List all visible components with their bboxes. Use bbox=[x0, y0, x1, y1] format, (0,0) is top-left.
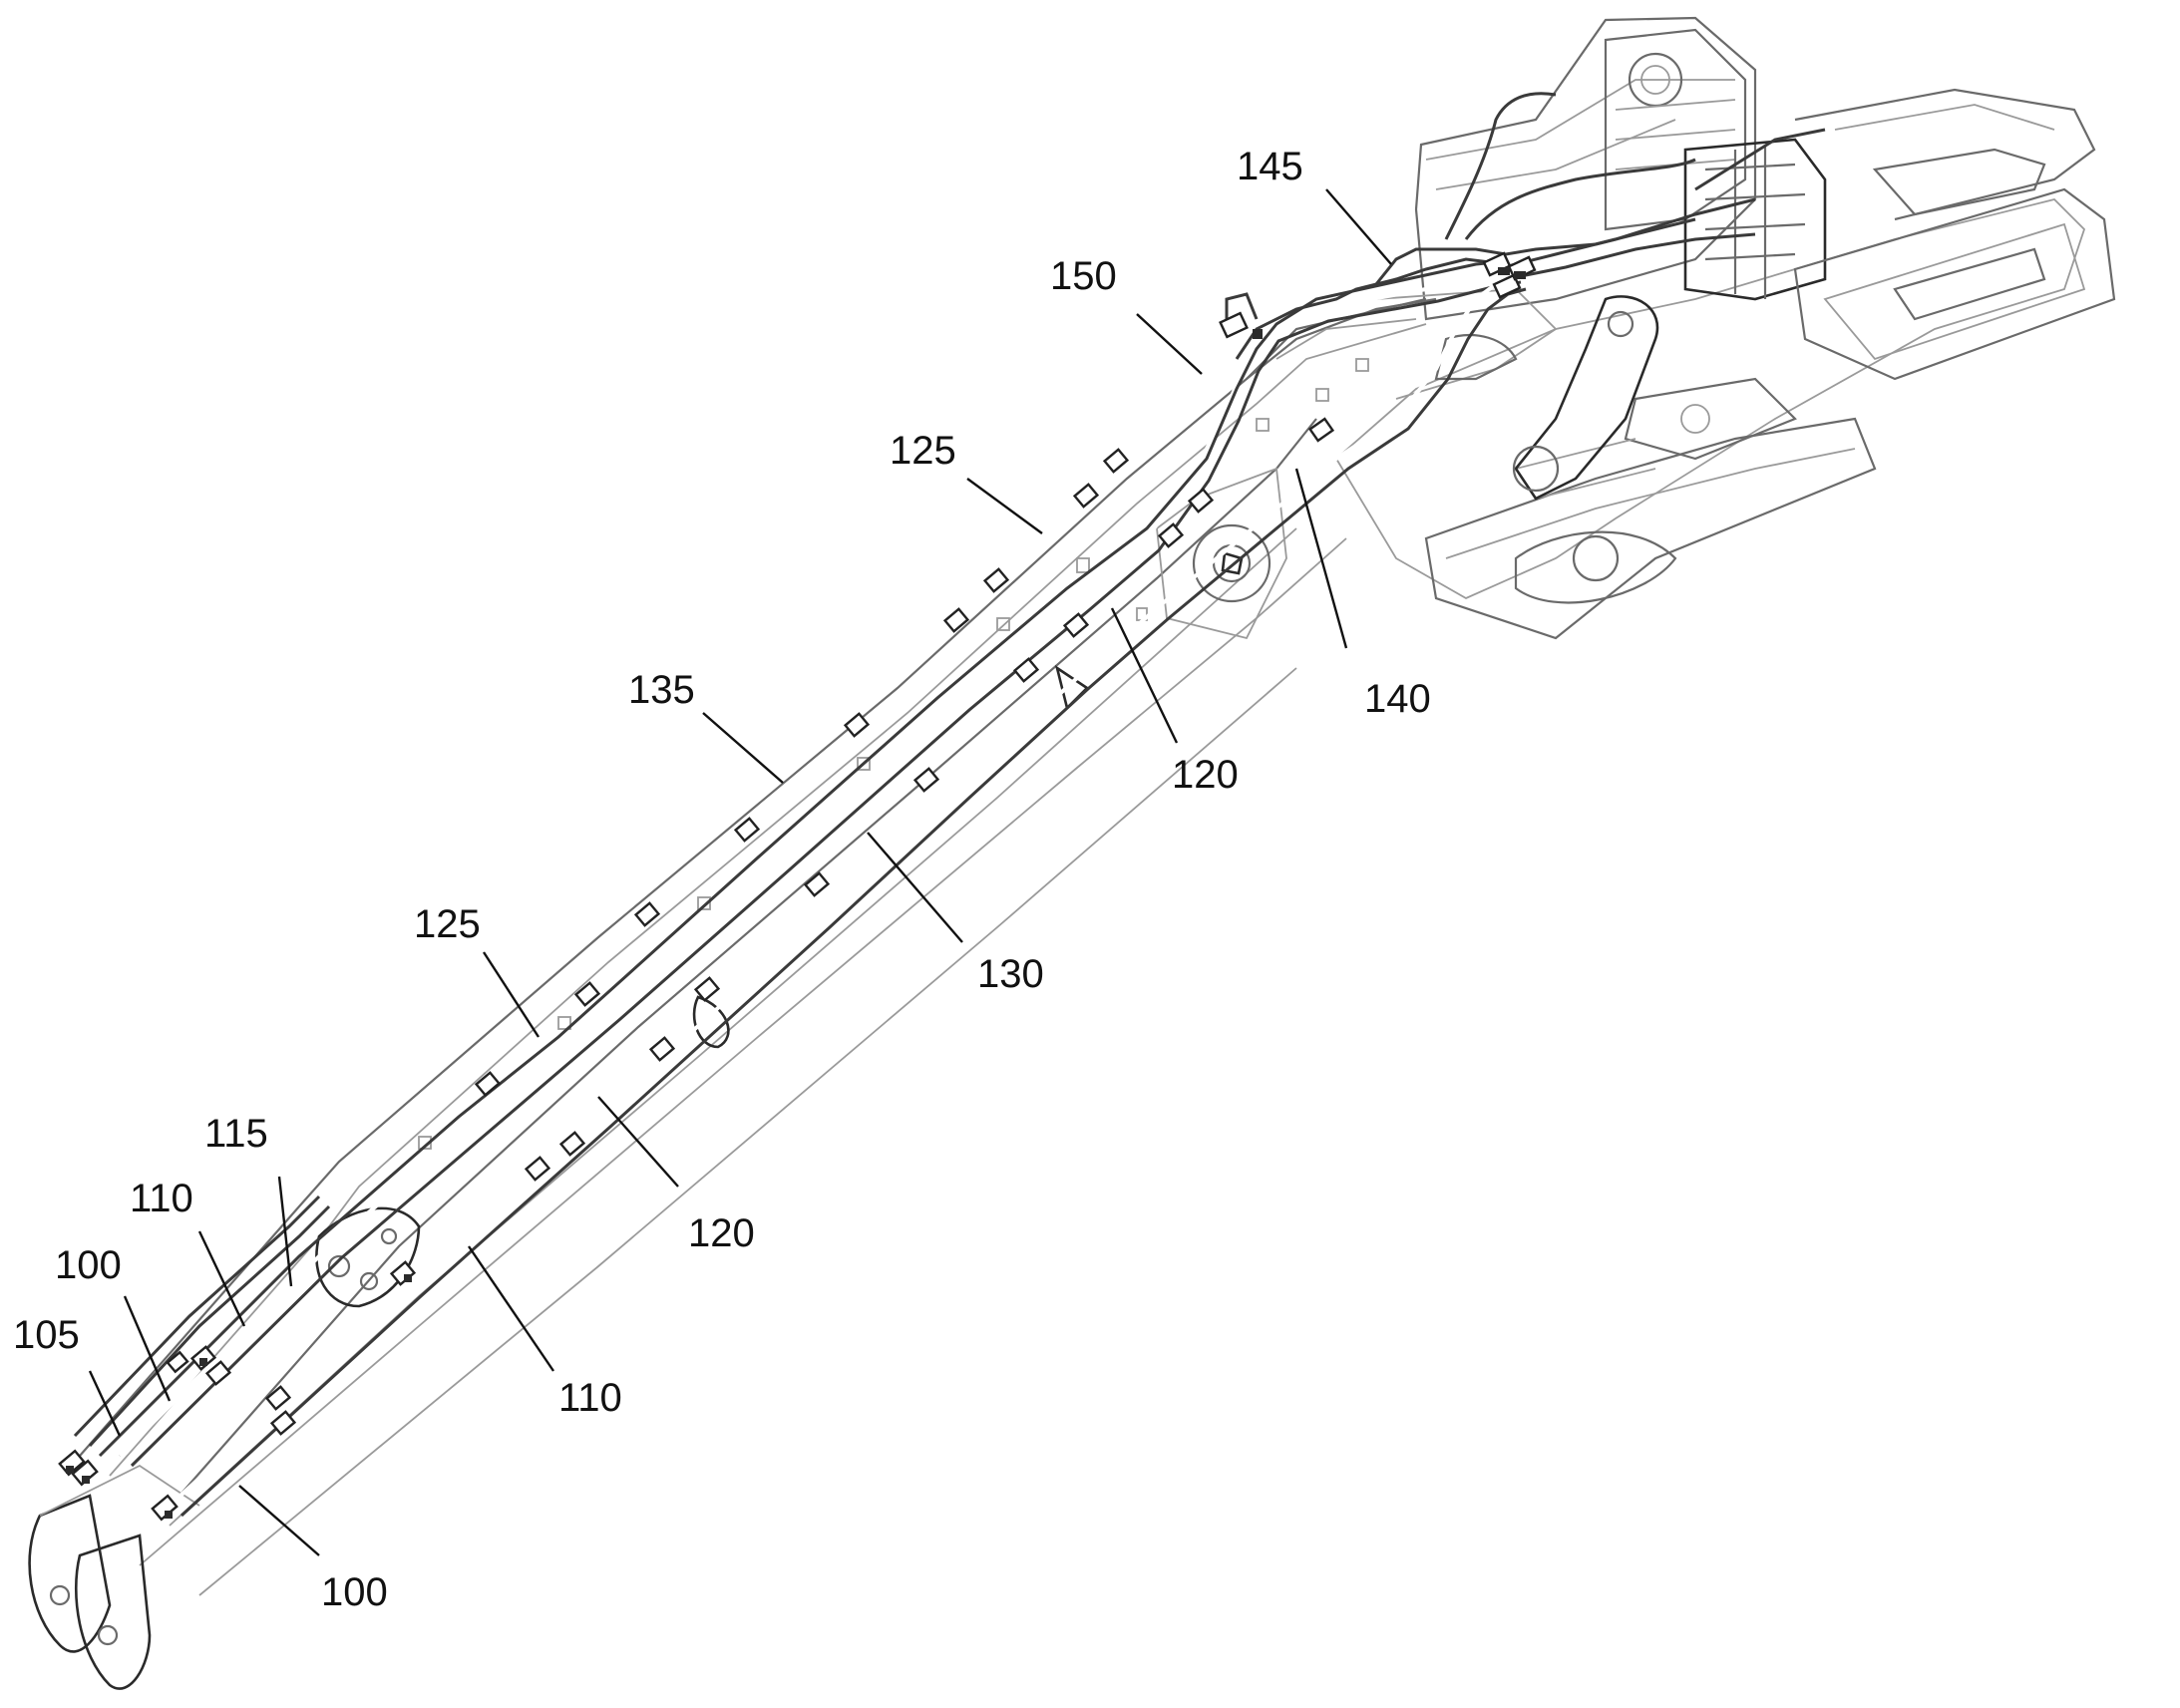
upper-structure bbox=[1334, 16, 2116, 640]
label-100-lower: 100 bbox=[321, 1570, 388, 1614]
label-135: 135 bbox=[628, 668, 695, 712]
label-125-lower: 125 bbox=[414, 902, 481, 946]
boom-bosses bbox=[418, 358, 1369, 1150]
label-110-upper: 110 bbox=[130, 1177, 193, 1220]
label-105: 105 bbox=[13, 1313, 80, 1357]
label-140: 140 bbox=[1364, 677, 1431, 721]
reference-numerals: 145 150 125 135 140 120 130 125 115 110 … bbox=[13, 145, 1431, 1614]
label-125-upper: 125 bbox=[890, 429, 956, 473]
hose-lines bbox=[73, 92, 1826, 1518]
leader-lines bbox=[88, 188, 1392, 1556]
label-130: 130 bbox=[977, 952, 1044, 996]
label-120-lower: 120 bbox=[688, 1211, 755, 1255]
label-150: 150 bbox=[1050, 254, 1117, 298]
label-110-lower: 110 bbox=[558, 1376, 622, 1420]
label-115: 115 bbox=[204, 1112, 268, 1156]
label-100-upper: 100 bbox=[55, 1243, 122, 1287]
label-145: 145 bbox=[1237, 145, 1303, 188]
clamps bbox=[58, 251, 1537, 1522]
label-120-upper: 120 bbox=[1172, 753, 1239, 797]
